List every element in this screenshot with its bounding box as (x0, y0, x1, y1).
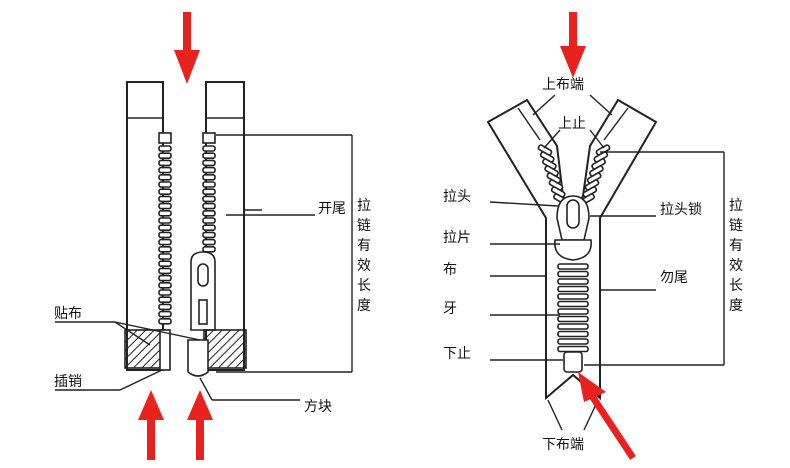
tooth (158, 317, 172, 325)
right-teeth-angled (580, 144, 611, 205)
arrow-bottom-left-box (187, 390, 213, 460)
open-end-zipper-diagram: 开尾 贴布 插销 方块 拉链有效长度 (54, 12, 371, 460)
tooth (158, 152, 172, 159)
tooth (158, 181, 172, 188)
tooth (557, 338, 589, 345)
label-tape: 布 (443, 262, 457, 278)
tooth (557, 293, 589, 300)
tooth (202, 159, 216, 167)
retainer-box (187, 339, 209, 377)
tooth (158, 267, 172, 275)
tooth (202, 246, 216, 253)
tooth (202, 231, 216, 239)
reinforcement-patch-left (124, 329, 166, 369)
label-retainer-box: 方块 (304, 399, 332, 415)
tooth (557, 285, 589, 293)
tooth (202, 217, 216, 224)
tooth (557, 330, 589, 338)
label-teeth: 牙 (443, 301, 457, 317)
right-teeth (202, 145, 216, 253)
label-closed-end: 勿尾 (660, 270, 688, 286)
tooth (557, 263, 589, 270)
tooth (557, 300, 589, 308)
reinforcement-patch-right (203, 329, 247, 369)
tooth (557, 315, 589, 323)
vertical-teeth (557, 263, 589, 353)
slider (190, 251, 216, 331)
label-top-tape-end: 上布端 (542, 77, 584, 93)
tooth (202, 195, 216, 203)
tooth (557, 308, 589, 315)
tooth (158, 210, 172, 217)
tooth (158, 310, 172, 318)
label-insertion-pin: 插销 (54, 374, 82, 390)
tooth (202, 181, 216, 188)
tooth (158, 174, 172, 181)
tooth (158, 159, 172, 167)
tooth (158, 253, 172, 260)
tooth (158, 231, 172, 239)
tooth (202, 145, 216, 152)
tooth (557, 345, 589, 353)
label-top-stop: 上止 (558, 116, 586, 132)
tooth (158, 303, 172, 311)
tooth (557, 323, 589, 330)
tooth (202, 188, 216, 195)
tooth (158, 202, 172, 210)
tooth (202, 238, 216, 246)
tooth (202, 152, 216, 159)
tooth (158, 217, 172, 224)
tooth (557, 270, 589, 278)
tooth (158, 195, 172, 203)
label-effective-length-right: 拉链有效长度 (729, 198, 743, 314)
label-slider: 拉头 (443, 189, 471, 205)
arrow-top-left (174, 12, 200, 84)
bottom-stop (563, 351, 583, 373)
tooth (158, 166, 172, 174)
slider-right (554, 195, 592, 261)
tooth (158, 274, 172, 282)
insertion-pin (159, 329, 171, 371)
label-puller: 拉片 (443, 230, 471, 246)
closed-end-zipper-diagram: 上布端 上止 拉头 拉片 布 牙 下止 拉头锁 勿尾 下布端 拉链有效长度 (443, 12, 743, 460)
arrow-bottom-right-diagonal (578, 372, 636, 460)
label-slider-lock: 拉头锁 (660, 202, 702, 218)
tooth (158, 289, 172, 296)
left-teeth (158, 145, 172, 325)
tooth (158, 260, 172, 268)
tooth (158, 238, 172, 246)
tooth (158, 145, 172, 152)
tooth (202, 202, 216, 210)
arrow-bottom-left-pin (138, 390, 164, 460)
tooth (158, 281, 172, 289)
tooth (158, 188, 172, 195)
left-tape (126, 81, 164, 371)
left-teeth-angled (537, 144, 568, 205)
tooth (158, 224, 172, 231)
label-bottom-tape-end: 下布端 (542, 437, 584, 453)
label-reinforcement-tape: 贴布 (54, 306, 82, 322)
tooth (202, 166, 216, 174)
tooth (202, 210, 216, 217)
tooth (202, 224, 216, 231)
tooth (158, 296, 172, 304)
tooth (202, 174, 216, 181)
tooth (557, 278, 589, 285)
label-open-end: 开尾 (318, 201, 346, 217)
arrow-top-right (560, 12, 586, 78)
tooth (158, 246, 172, 253)
label-effective-length-left: 拉链有效长度 (357, 198, 371, 314)
label-bottom-stop: 下止 (443, 346, 471, 362)
